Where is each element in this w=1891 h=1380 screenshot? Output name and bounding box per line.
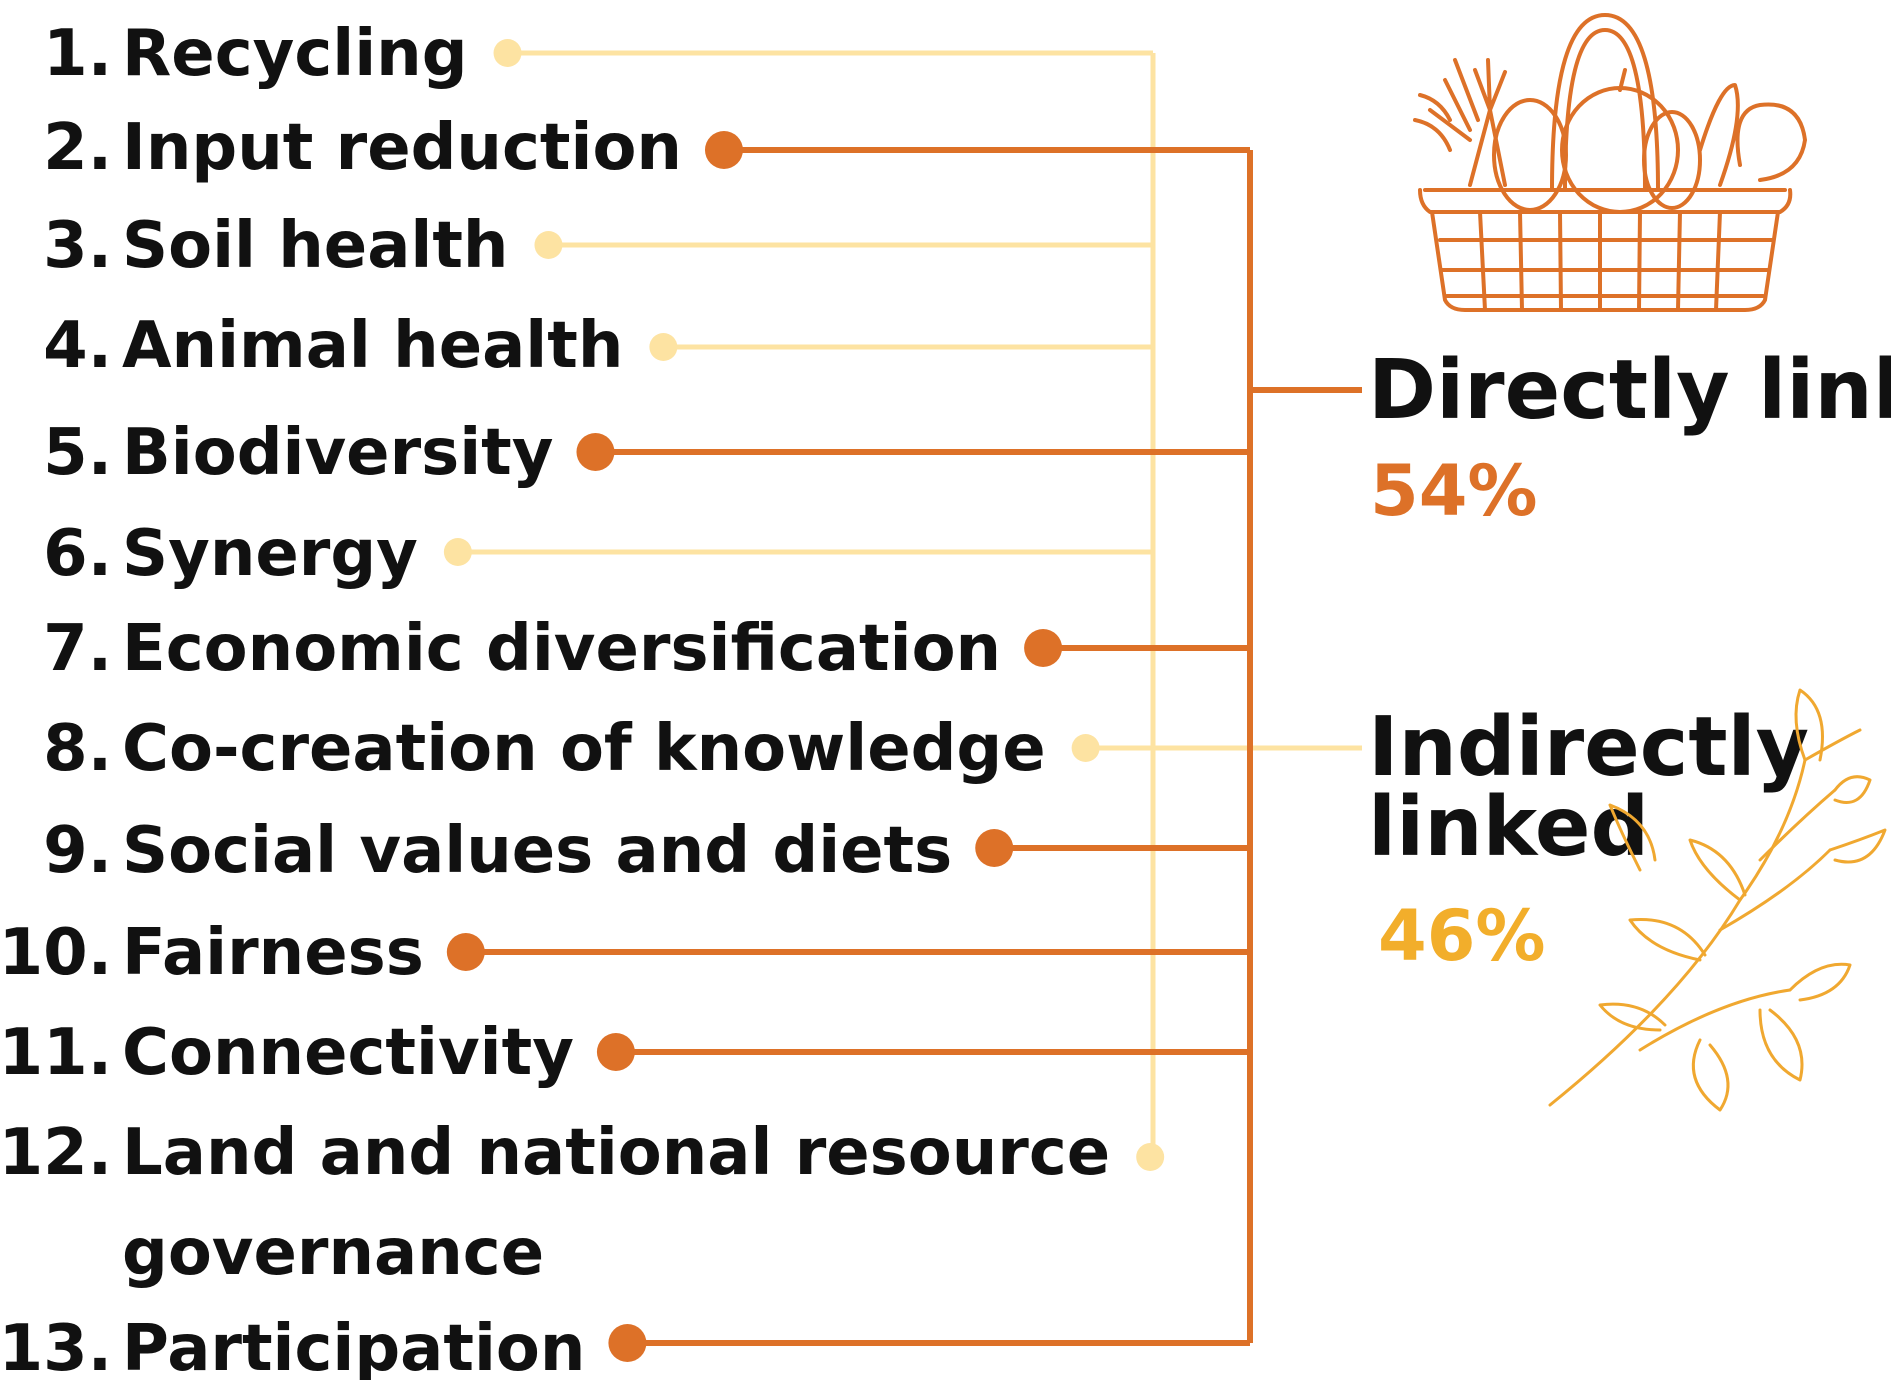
leaf-branch-icon — [1548, 688, 1887, 1112]
direct-dot — [975, 829, 1014, 867]
list-item: 1.Recycling — [43, 17, 522, 91]
item-label: Synergy — [122, 517, 418, 591]
item-number: 1. — [43, 17, 112, 91]
list-item: 8.Co-creation of knowledge — [43, 712, 1100, 786]
item-number: 11. — [0, 1016, 112, 1090]
indirect-group-label-line2: linked — [1368, 780, 1649, 875]
basket-icon — [1413, 13, 1807, 312]
list-item: 13.Participation — [0, 1312, 647, 1380]
direct-dot — [446, 933, 485, 971]
indirect-dot — [1071, 734, 1100, 762]
item-number: 6. — [43, 517, 112, 591]
item-number: 2. — [43, 111, 112, 185]
item-label: Connectivity — [122, 1016, 574, 1090]
item-number: 10. — [0, 916, 112, 990]
item-label: Animal health — [122, 309, 623, 383]
indirect-dot — [1136, 1143, 1165, 1171]
item-label: Biodiversity — [122, 416, 553, 490]
direct-dot — [1024, 629, 1063, 667]
list-item: 9.Social values and diets — [43, 814, 1014, 888]
indirect-connectors — [457, 50, 1362, 1160]
item-number: 13. — [0, 1312, 112, 1380]
item-number: 12. — [0, 1116, 112, 1190]
list-item: 10.Fairness — [0, 916, 485, 990]
item-label: Soil health — [122, 209, 508, 283]
item-label: Social values and diets — [122, 814, 952, 888]
list-item: 6.Synergy — [43, 517, 472, 591]
item-number: 8. — [43, 712, 112, 786]
item-label: Fairness — [122, 916, 424, 990]
item-number: 5. — [43, 416, 112, 490]
item-number: 3. — [43, 209, 112, 283]
list-item: 2.Input reduction — [43, 111, 743, 185]
item-label: Land and national resource — [122, 1116, 1110, 1190]
item-label: Input reduction — [122, 111, 682, 185]
list-item: 11.Connectivity — [0, 1016, 635, 1090]
item-number: 4. — [43, 309, 112, 383]
item-label: Economic diversification — [122, 612, 1001, 686]
item-label: Participation — [122, 1312, 585, 1380]
item-label: Co-creation of knowledge — [122, 712, 1046, 786]
direct-dot — [596, 1033, 635, 1071]
item-label-line2: governance — [122, 1216, 544, 1290]
indirect-dot — [493, 39, 522, 67]
item-number: 7. — [43, 612, 112, 686]
item-label: Recycling — [122, 17, 468, 91]
item-number: 9. — [43, 814, 112, 888]
direct-dot — [704, 131, 743, 169]
list-item: 12.Land and national resource governance — [0, 1116, 1165, 1290]
direct-dot — [576, 433, 615, 471]
indirect-group-percent: 46% — [1378, 895, 1546, 977]
direct-group-label: Directly linked — [1368, 343, 1891, 438]
indirect-dot — [443, 538, 472, 566]
indirect-dot — [649, 333, 678, 361]
direct-dot — [608, 1324, 647, 1362]
indirect-group-label-line1: Indirectly — [1368, 700, 1809, 795]
list-item: 3.Soil health — [43, 209, 563, 283]
direct-group-percent: 54% — [1370, 450, 1538, 532]
list-item: 7.Economic diversification — [43, 612, 1063, 686]
indirect-dot — [534, 231, 563, 259]
list-item: 4.Animal health — [43, 309, 678, 383]
direct-connectors — [465, 147, 1362, 1346]
list-item: 5.Biodiversity — [43, 416, 615, 490]
